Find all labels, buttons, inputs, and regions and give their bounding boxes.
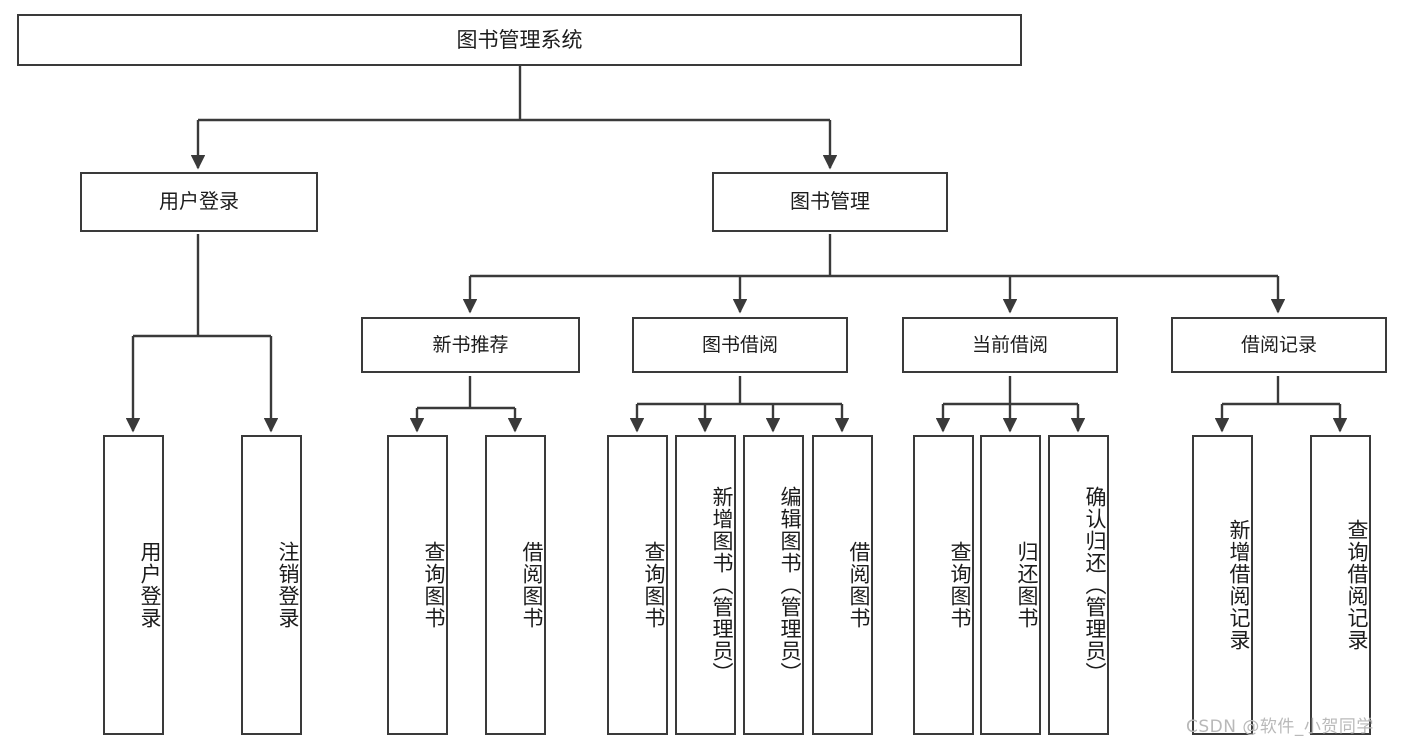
node-label: 新书推荐	[432, 333, 509, 356]
node-borrow-records[interactable]: 借阅记录	[1171, 317, 1387, 373]
node-book-management[interactable]: 图书管理	[712, 172, 948, 232]
node-label: 查询图书	[948, 541, 972, 629]
node-label: 用户登录	[159, 189, 239, 214]
node-label: 借阅图书	[847, 541, 871, 629]
node-label: 图书管理	[790, 189, 870, 214]
node-label: 借阅图书	[520, 541, 544, 629]
leaf-add-borrow-record[interactable]: 新增借阅记录	[1192, 435, 1253, 735]
node-label: 查询图书	[642, 541, 666, 629]
node-label: 查询借阅记录	[1345, 519, 1369, 651]
node-new-book-recommend[interactable]: 新书推荐	[361, 317, 580, 373]
leaf-query-borrow-record[interactable]: 查询借阅记录	[1310, 435, 1371, 735]
node-label: 借阅记录	[1240, 333, 1317, 356]
leaf-return-book[interactable]: 归还图书	[980, 435, 1041, 735]
leaf-borrow-book[interactable]: 借阅图书	[812, 435, 873, 735]
node-label: 注销登录	[276, 541, 300, 629]
node-current-borrow[interactable]: 当前借阅	[902, 317, 1118, 373]
node-label: 新增图书（管理员）	[710, 486, 734, 684]
leaf-query-book-borrow[interactable]: 查询图书	[607, 435, 668, 735]
node-label: 归还图书	[1015, 541, 1039, 629]
node-book-borrow[interactable]: 图书借阅	[632, 317, 848, 373]
leaf-query-book-current[interactable]: 查询图书	[913, 435, 974, 735]
node-label: 编辑图书（管理员）	[778, 486, 802, 684]
leaf-logout-login[interactable]: 注销登录	[241, 435, 302, 735]
node-label: 用户登录	[138, 541, 162, 629]
node-label: 图书借阅	[701, 333, 778, 356]
node-label: 当前借阅	[971, 333, 1048, 356]
node-label: 确认归还（管理员）	[1083, 486, 1107, 684]
leaf-query-book-recommend[interactable]: 查询图书	[387, 435, 448, 735]
leaf-user-login[interactable]: 用户登录	[103, 435, 164, 735]
node-label: 图书管理系统	[456, 27, 583, 52]
node-label: 查询图书	[422, 541, 446, 629]
csdn-watermark: CSDN @软件_小贺同学	[1186, 717, 1374, 737]
leaf-edit-book-admin[interactable]: 编辑图书（管理员）	[743, 435, 804, 735]
node-label: 新增借阅记录	[1227, 519, 1251, 651]
node-user-login[interactable]: 用户登录	[80, 172, 318, 232]
leaf-borrow-book-recommend[interactable]: 借阅图书	[485, 435, 546, 735]
leaf-confirm-return-admin[interactable]: 确认归还（管理员）	[1048, 435, 1109, 735]
leaf-add-book-admin[interactable]: 新增图书（管理员）	[675, 435, 736, 735]
node-root-book-management-system[interactable]: 图书管理系统	[17, 14, 1022, 66]
